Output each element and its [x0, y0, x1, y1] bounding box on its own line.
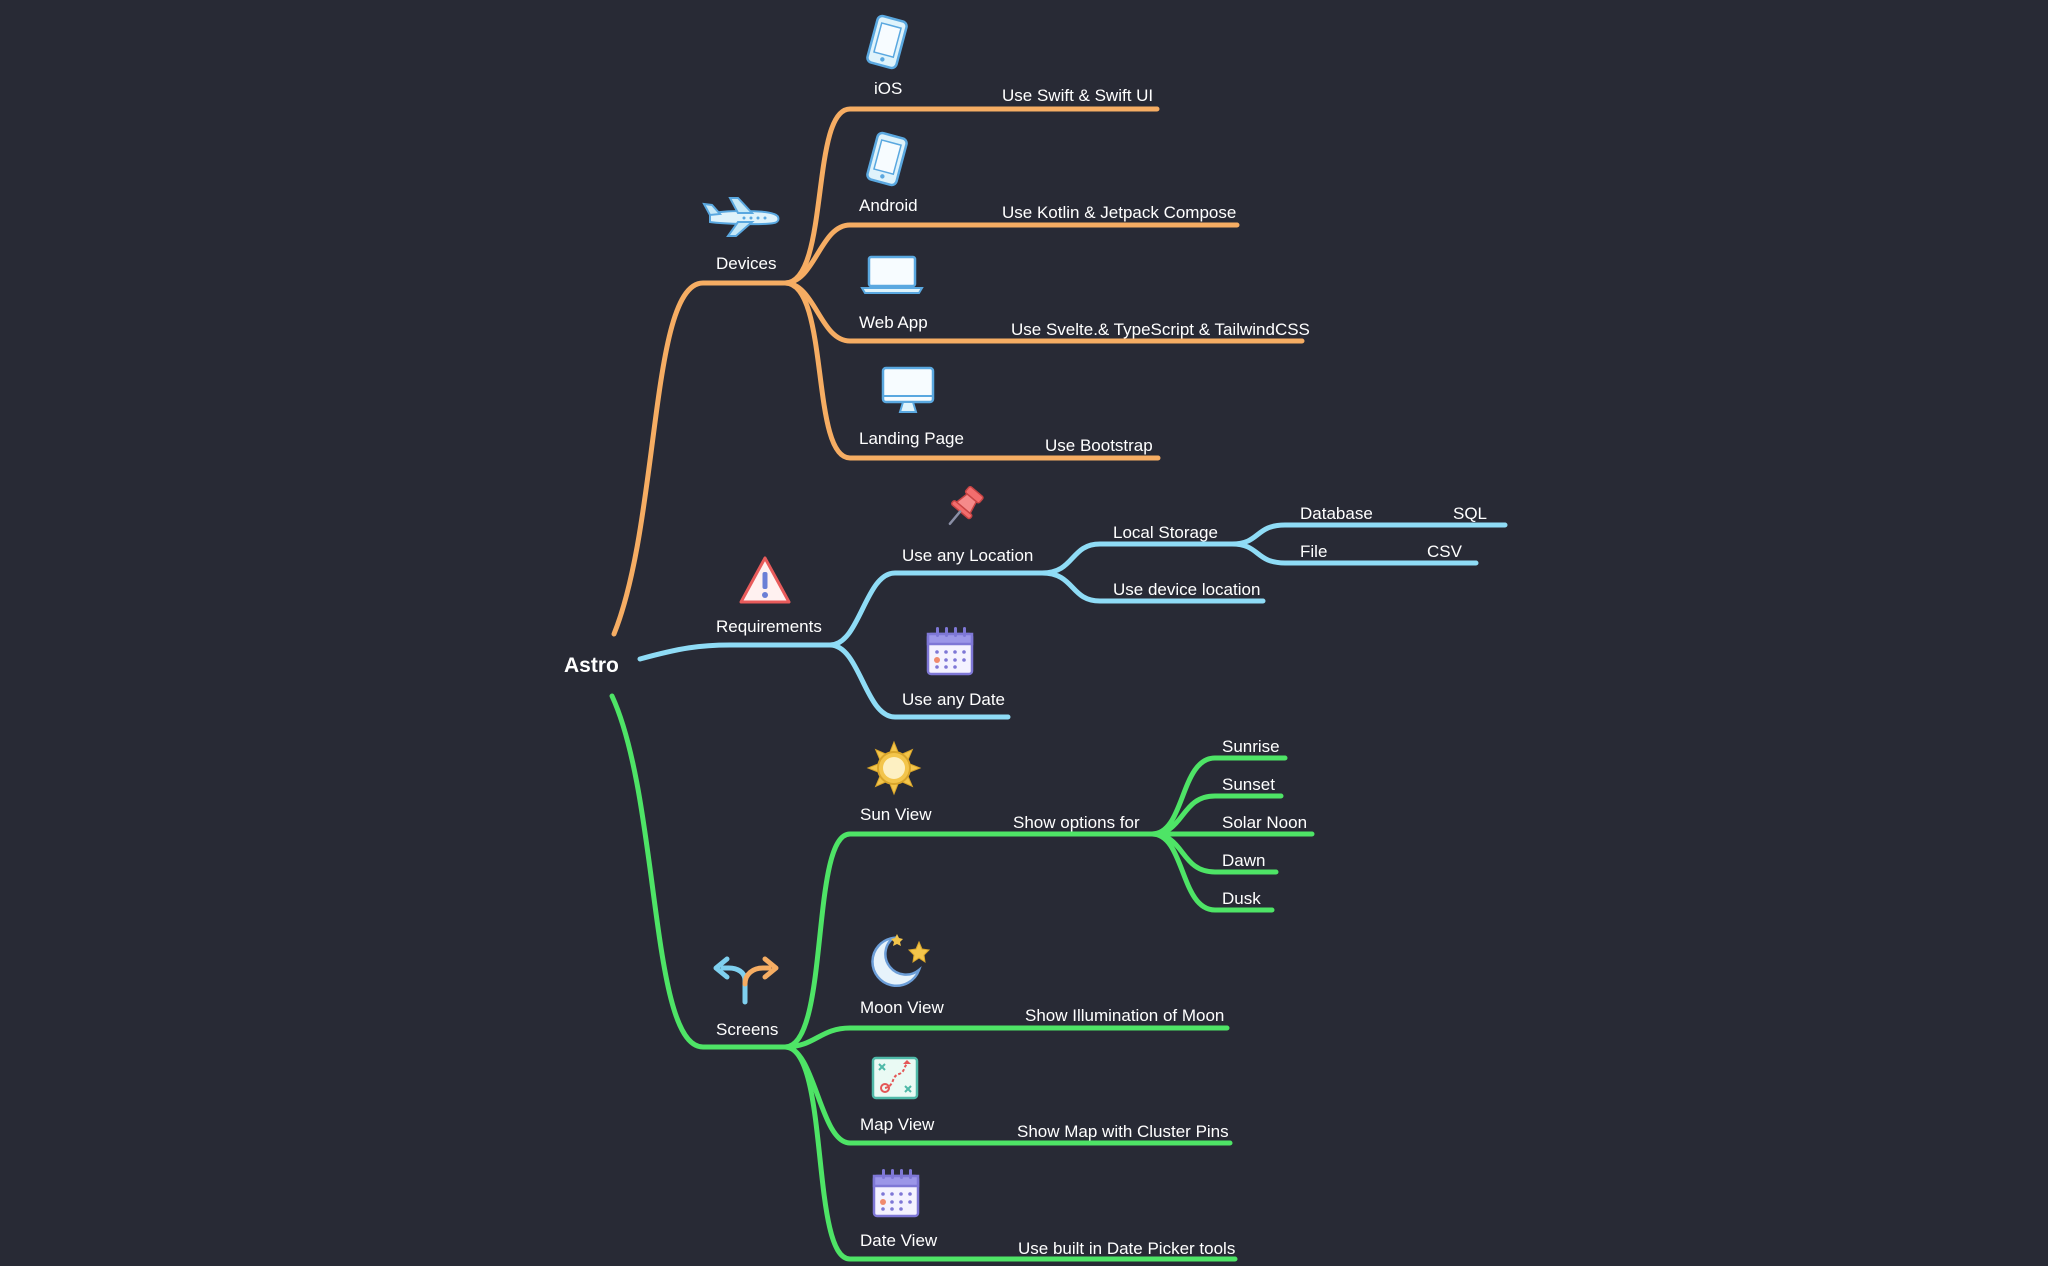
moon-stars-icon: [871, 934, 931, 987]
date-view-label[interactable]: Date View: [860, 1231, 938, 1250]
landing-page-note-label[interactable]: Use Bootstrap: [1045, 436, 1153, 455]
edge-location-storage: [1039, 541, 1235, 576]
dusk-label[interactable]: Dusk: [1222, 889, 1261, 908]
edge-screens-sun: [782, 831, 1155, 1050]
map-note-label[interactable]: Show Map with Cluster Pins: [1017, 1122, 1229, 1141]
map-route-icon: [871, 1056, 919, 1100]
split-arrows-icon: [713, 956, 779, 1005]
android-label[interactable]: Android: [859, 196, 918, 215]
edge-screens-date: [782, 1044, 1238, 1262]
screens-label[interactable]: Screens: [716, 1020, 778, 1039]
warning-icon: [739, 556, 791, 604]
webapp-label[interactable]: Web App: [859, 313, 928, 332]
edge-root-devices: [611, 280, 788, 637]
smartphone-icon: [865, 130, 909, 188]
smartphone-icon: [865, 13, 909, 71]
sql-label[interactable]: SQL: [1453, 504, 1487, 523]
sunrise-label[interactable]: Sunrise: [1222, 737, 1280, 756]
ios-note-label[interactable]: Use Swift & Swift UI: [1002, 86, 1153, 105]
edge-devices-ios: [782, 106, 1160, 286]
edge-screens-moon: [782, 1025, 1230, 1050]
file-label[interactable]: File: [1300, 542, 1327, 561]
root-topic-label[interactable]: Astro: [564, 654, 619, 677]
airplane-icon: [702, 197, 780, 237]
local-storage-label[interactable]: Local Storage: [1113, 523, 1218, 542]
use-any-location-label[interactable]: Use any Location: [902, 546, 1033, 565]
devices-label[interactable]: Devices: [716, 254, 776, 273]
edge-req-location: [827, 570, 1045, 648]
desktop-icon: [881, 366, 935, 413]
map-view-label[interactable]: Map View: [860, 1115, 935, 1134]
landing-page-label[interactable]: Landing Page: [859, 429, 964, 448]
edge-storage-file: [1229, 541, 1479, 566]
android-note-label[interactable]: Use Kotlin & Jetpack Compose: [1002, 203, 1236, 222]
calendar-icon: [926, 625, 974, 676]
solar-noon-label[interactable]: Solar Noon: [1222, 813, 1307, 832]
date-note-label[interactable]: Use built in Date Picker tools: [1018, 1239, 1235, 1258]
csv-label[interactable]: CSV: [1427, 542, 1463, 561]
sun-icon: [866, 740, 922, 796]
calendar-icon: [872, 1167, 920, 1218]
sun-view-label[interactable]: Sun View: [860, 805, 932, 824]
edge-storage-database: [1229, 522, 1508, 547]
edge-location-device: [1039, 570, 1266, 604]
edge-devices-android: [782, 222, 1240, 286]
use-any-date-label[interactable]: Use any Date: [902, 690, 1005, 709]
show-options-label[interactable]: Show options for: [1013, 813, 1140, 832]
database-label[interactable]: Database: [1300, 504, 1373, 523]
edge-devices-landing: [782, 280, 1161, 461]
moon-view-label[interactable]: Moon View: [860, 998, 945, 1017]
edge-root-screens: [609, 693, 788, 1050]
edge-root-requirements: [637, 642, 833, 662]
edge-sun-dusk: [1149, 831, 1275, 913]
edge-req-date: [827, 642, 1011, 720]
sunset-label[interactable]: Sunset: [1222, 775, 1275, 794]
dawn-label[interactable]: Dawn: [1222, 851, 1265, 870]
moon-note-label[interactable]: Show Illumination of Moon: [1025, 1006, 1224, 1025]
use-device-location-label[interactable]: Use device location: [1113, 580, 1260, 599]
laptop-icon: [860, 255, 924, 294]
ios-label[interactable]: iOS: [874, 79, 902, 98]
pushpin-icon: [948, 485, 984, 526]
webapp-note-label[interactable]: Use Svelte.& TypeScript & TailwindCSS: [1011, 320, 1310, 339]
requirements-label[interactable]: Requirements: [716, 617, 822, 636]
